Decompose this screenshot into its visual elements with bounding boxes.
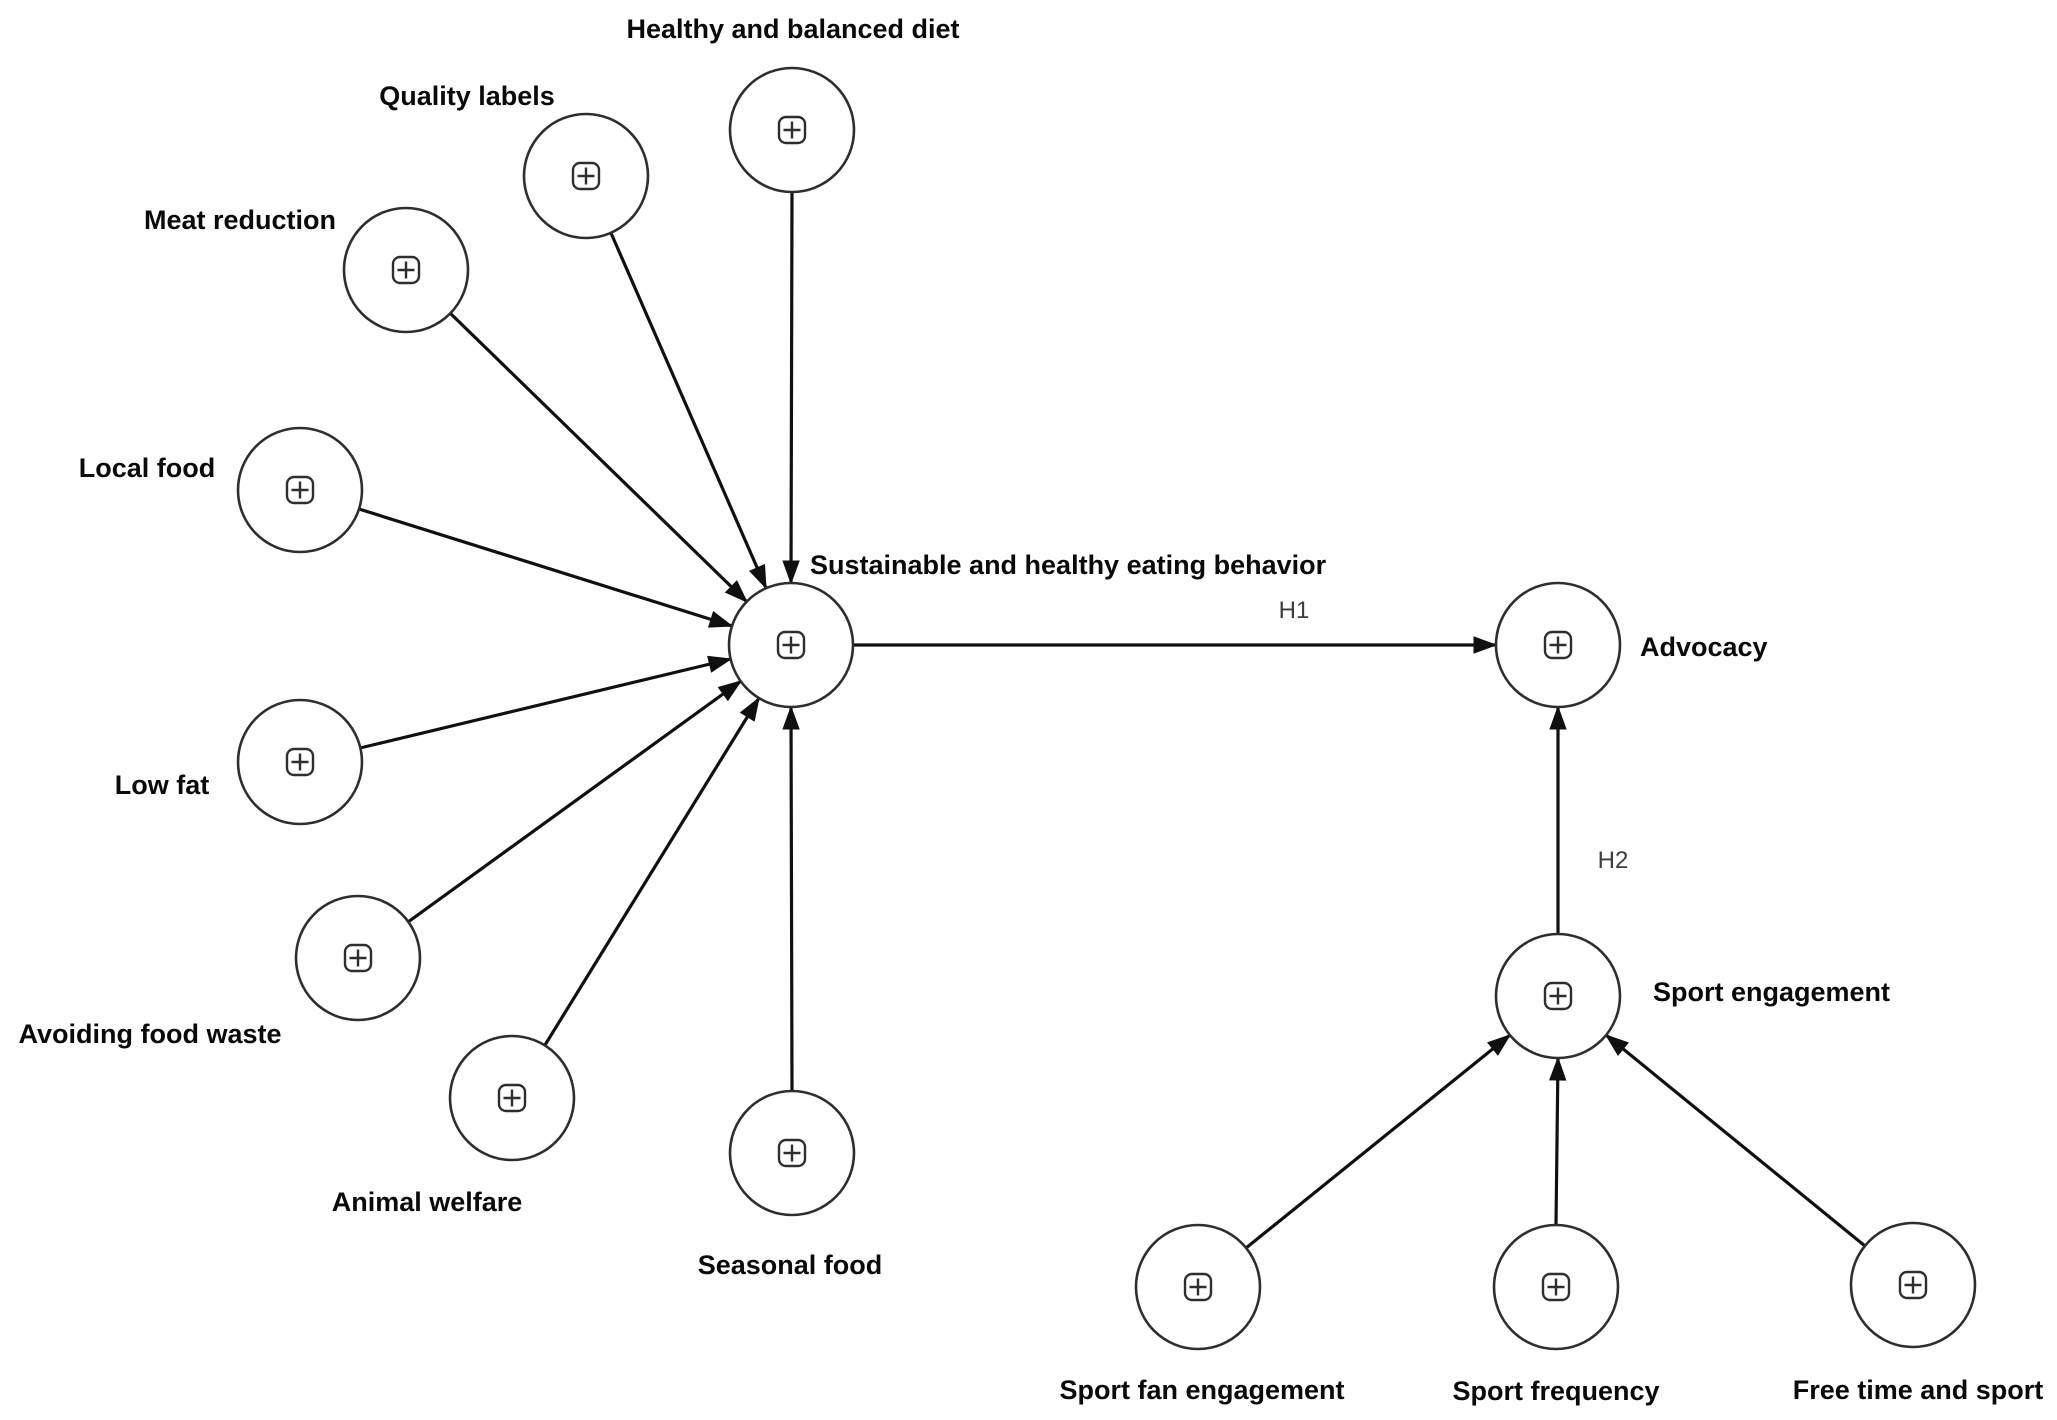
path-avoiding-food-waste-to-eating-behavior[interactable] [407,679,743,924]
node-quality-labels[interactable] [522,112,650,240]
path-sport-frequency-to-sport-engagement[interactable] [1549,1056,1567,1226]
label-eating-behavior: Sustainable and healthy eating behavior [810,550,1327,580]
node-meat-reduction[interactable] [342,206,470,334]
label-quality-labels: Quality labels [379,81,555,111]
expand-indicators-icon[interactable] [285,747,315,777]
expand-indicators-icon[interactable] [1898,1270,1928,1300]
label-animal-welfare: Animal welfare [332,1187,523,1217]
path-quality-labels-to-eating-behavior[interactable] [609,232,768,590]
label-advocacy: Advocacy [1640,632,1768,662]
label-seasonal-food: Seasonal food [698,1250,883,1280]
label-sport-frequency: Sport frequency [1452,1376,1659,1406]
node-layer [236,66,1977,1351]
expand-indicators-icon[interactable] [1183,1272,1213,1302]
label-sport-engagement: Sport engagement [1653,977,1890,1007]
node-sport-frequency[interactable] [1492,1223,1620,1351]
path-sport-fan-engagement-to-sport-engagement[interactable] [1244,1033,1512,1250]
node-seasonal-food[interactable] [728,1089,856,1217]
node-eating-behavior[interactable] [727,581,855,709]
node-free-time-sport[interactable] [1849,1221,1977,1349]
path-local-food-to-eating-behavior[interactable] [358,507,734,628]
expand-indicators-icon[interactable] [776,630,806,660]
label-meat-reduction: Meat reduction [144,205,336,235]
expand-indicators-icon[interactable] [391,255,421,285]
node-animal-welfare[interactable] [448,1034,576,1162]
path-healthy-diet-to-eating-behavior[interactable] [782,191,800,585]
expand-indicators-icon[interactable] [777,115,807,145]
label-low-fat: Low fat [115,770,210,800]
expand-indicators-icon[interactable] [343,943,373,973]
path-seasonal-food-to-eating-behavior[interactable] [782,705,800,1092]
label-avoiding-food-waste: Avoiding food waste [19,1019,282,1049]
expand-indicators-icon[interactable] [1541,1272,1571,1302]
label-free-time-sport: Free time and sport [1793,1375,2044,1405]
path-animal-welfare-to-eating-behavior[interactable] [543,696,761,1046]
label-sport-fan-engagement: Sport fan engagement [1059,1375,1344,1405]
expand-indicators-icon[interactable] [1543,630,1573,660]
edge-layer [358,191,1867,1250]
node-sport-fan-engagement[interactable] [1134,1223,1262,1351]
expand-indicators-icon[interactable] [497,1083,527,1113]
expand-indicators-icon[interactable] [777,1138,807,1168]
label-hypothesis-h2: H2 [1598,847,1629,874]
path-meat-reduction-to-eating-behavior[interactable] [448,311,749,604]
expand-indicators-icon[interactable] [285,475,315,505]
node-low-fat[interactable] [236,698,364,826]
node-advocacy[interactable] [1494,581,1622,709]
node-avoiding-food-waste[interactable] [294,894,422,1022]
label-layer: Healthy and balanced diet Quality labels… [19,14,2044,1406]
path-low-fat-to-eating-behavior[interactable] [359,655,733,750]
label-healthy-balanced-diet: Healthy and balanced diet [626,14,959,44]
path-free-time-sport-to-sport-engagement[interactable] [1604,1033,1867,1248]
node-sport-engagement[interactable] [1494,932,1622,1060]
expand-indicators-icon[interactable] [571,161,601,191]
node-healthy-balanced-diet[interactable] [728,66,856,194]
node-local-food[interactable] [236,426,364,554]
label-local-food: Local food [79,453,216,483]
label-hypothesis-h1: H1 [1279,597,1310,624]
expand-indicators-icon[interactable] [1543,981,1573,1011]
